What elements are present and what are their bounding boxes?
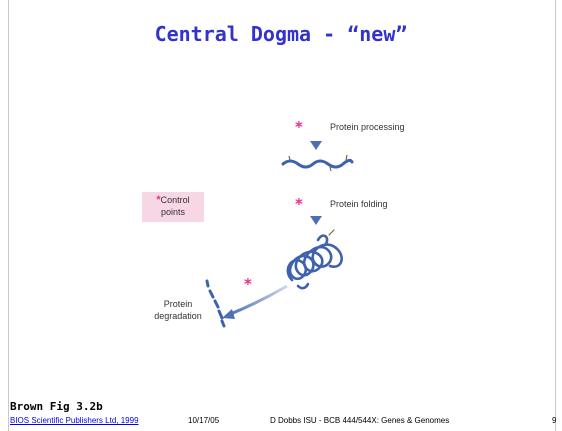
page-number: 9: [552, 416, 557, 425]
protein-degradation-label: Protein degradation: [150, 298, 206, 322]
figure-label: Brown Fig 3.2b: [10, 400, 103, 413]
degradation-arrow: [222, 284, 288, 319]
folded-protein: [286, 229, 343, 290]
slide-border-left: [8, 0, 9, 431]
control-point-star-folding: *: [295, 195, 303, 213]
protein-folding-label: Protein folding: [330, 199, 388, 209]
legend-line-2: points: [160, 207, 186, 217]
control-points-legend: *Control points: [142, 192, 204, 222]
processed-chain: [281, 154, 354, 172]
degradation-line-2: degradation: [154, 311, 202, 321]
footer-course: D Dobbs ISU - BCB 444/544X: Genes & Geno…: [270, 416, 450, 425]
control-point-star-processing: *: [295, 118, 303, 136]
publisher-link[interactable]: BIOS Scientific Publishers Ltd, 1999: [10, 416, 139, 425]
slide-border-right: [555, 0, 556, 431]
control-point-star-degradation: *: [244, 275, 252, 293]
degraded-fragments: [205, 279, 226, 328]
legend-star-icon: *: [156, 194, 161, 206]
legend-line-1: Control: [160, 195, 190, 205]
processing-arrow: [310, 112, 322, 150]
slide-title: Central Dogma - “new”: [154, 22, 408, 46]
folding-arrow: [310, 187, 322, 225]
protein-processing-label: Protein processing: [330, 122, 405, 132]
footer-date: 10/17/05: [188, 416, 220, 425]
degradation-line-1: Protein: [163, 299, 193, 309]
